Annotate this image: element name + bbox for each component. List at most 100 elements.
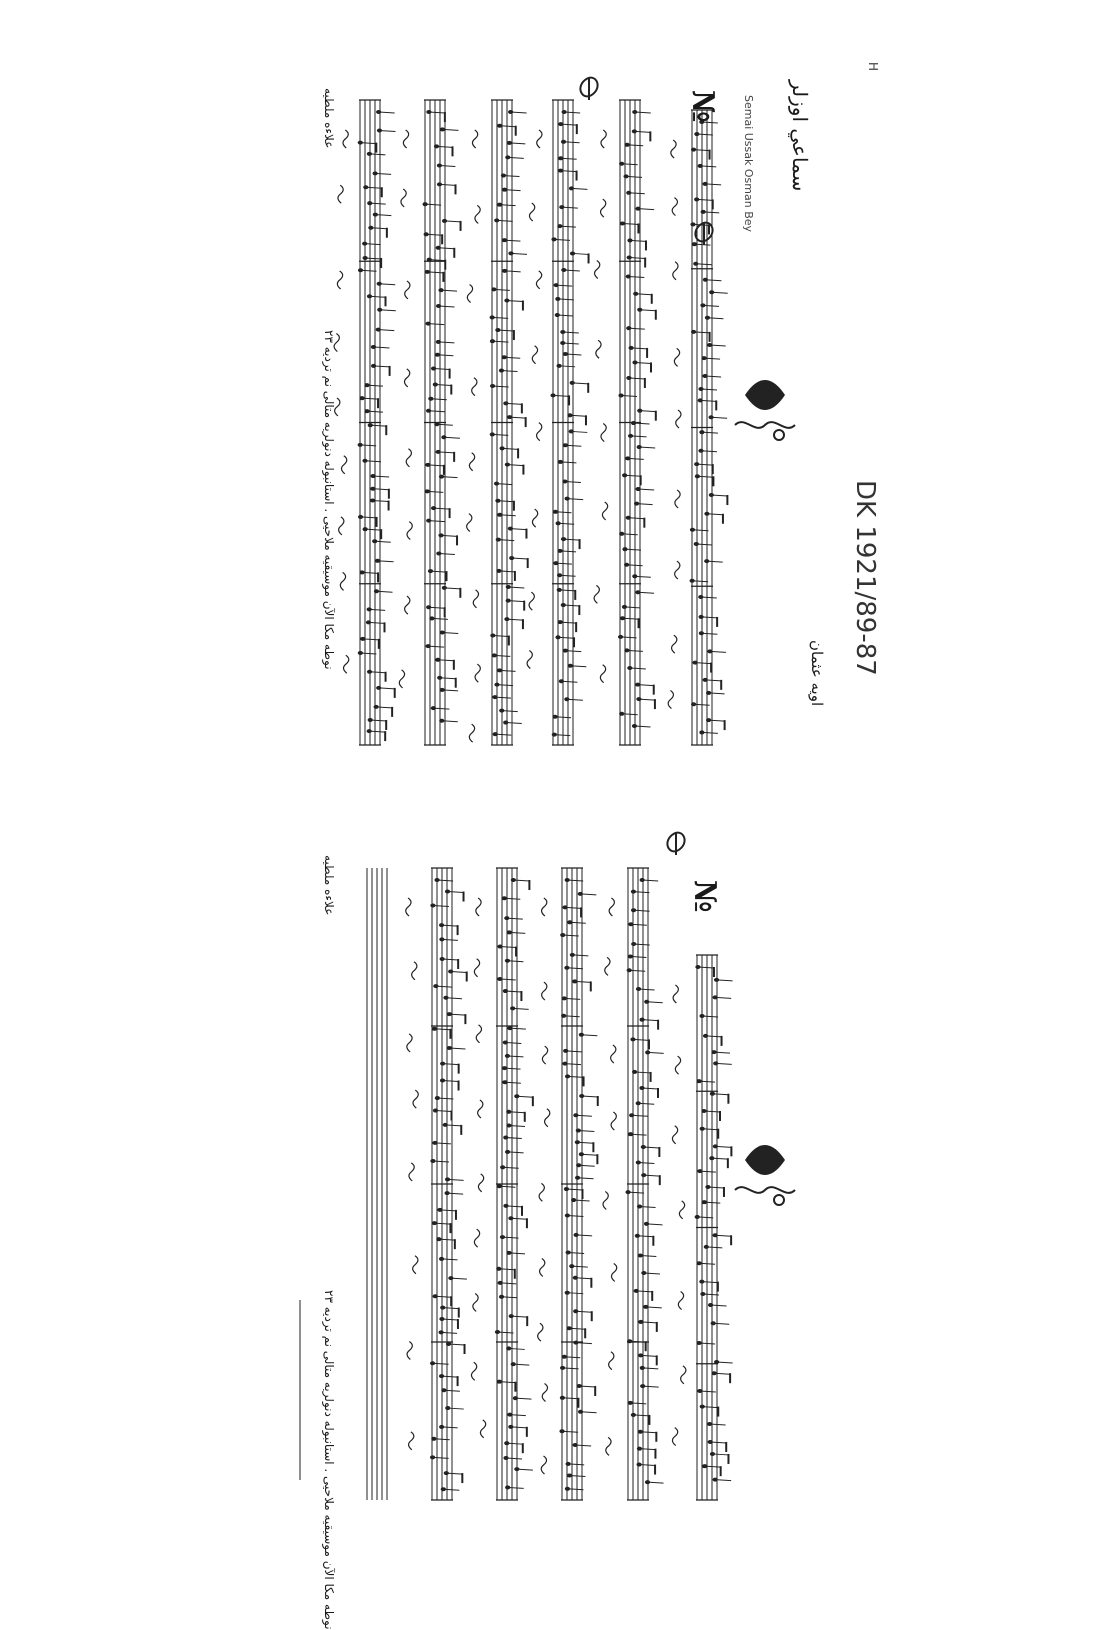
page1-staff-6-note-stem (361, 397, 379, 400)
page2-staff-3-note-stem (567, 879, 584, 882)
page2-staff-1-note-stem (715, 1234, 732, 1237)
page1-staff-2-note-stem (627, 144, 644, 147)
page1-staff-3-note-stem (565, 353, 582, 356)
page1-staff-2-note-stem (637, 591, 655, 594)
page2-staff-2-note-stem (633, 909, 650, 912)
page2-ornament-flourish (734, 1186, 796, 1194)
page1-staff-4-note-stem (493, 288, 510, 291)
page1-staff-1-note-stem (711, 494, 728, 497)
page1-staff-1-note-stem (708, 692, 725, 695)
page2-staff-2-note-stem (647, 1481, 664, 1484)
page1-staff-6-note-stem (377, 560, 394, 563)
page1-composer: اويه عثمان (808, 640, 826, 707)
page2-staff-1-note-stem (712, 1453, 729, 1456)
page2-staff-3-note-stem (572, 954, 589, 957)
page1-staff-6-note-stem (360, 142, 377, 145)
page2-staff-2-note-stem (646, 1001, 663, 1004)
page1-staff-6-lyric-mark (338, 516, 345, 536)
page2-staff-3-lyric-mark (541, 1382, 549, 1402)
page2-staff-1-note-stem (715, 1145, 732, 1148)
page2-staff-1-note-stem (716, 979, 733, 982)
page1-staff-1-note-stem (708, 719, 725, 722)
page1-staff-6-note-stem (370, 227, 387, 230)
page1-staff-2-note-stem (633, 422, 650, 425)
page1-staff-3-note-stem (559, 589, 576, 592)
page2-staff-5-note-stem (437, 1097, 454, 1100)
page1-staff-5-lyric-mark (406, 521, 413, 541)
page1-staff-6-note-stem (370, 424, 387, 427)
page1-staff-5-note-stem (425, 203, 442, 206)
page2-staff-2-note-stem (640, 1431, 657, 1434)
page1-staff-6-note-stem (362, 638, 379, 641)
page1-staff-1-note-stem (705, 375, 722, 378)
page1-ornament (745, 380, 785, 410)
page2-staff-3-note-stem (562, 1367, 579, 1370)
page1-staff-6-note-stem (364, 460, 382, 463)
page1-staff-4-note-stem (510, 528, 527, 531)
page2-staff-5-note-stem (449, 1013, 466, 1016)
page1-staff-6-note-stem (369, 202, 386, 205)
page1-staff-1-note-stem (711, 291, 728, 294)
page1-staff-2-lyric-mark (595, 339, 602, 359)
page1-staff-6-lyric-mark (342, 129, 349, 149)
page2-staff-5-note-stem (446, 1472, 463, 1475)
page1-staff-2-note-stem (621, 533, 638, 536)
page1-staff-2-note-stem (626, 175, 643, 178)
page1-ornament-flourish (734, 421, 796, 429)
page1-staff-6-note-stem (369, 730, 386, 733)
page1-staff-1-note-stem (711, 416, 728, 419)
page1-staff-3-note-stem (553, 394, 570, 397)
page2-staff-5-note-stem (442, 1307, 459, 1310)
page1-staff-5-note-stem (426, 233, 443, 236)
page1-staff-5-note-stem (441, 289, 458, 292)
page2-staff-1-note-stem (701, 1281, 718, 1284)
page1-staff-2-note-stem (631, 347, 648, 350)
page2-staff-3-lyric-mark (540, 897, 548, 917)
page1-staff-1-note-stem (701, 731, 718, 734)
page1-staff-4-note-stem (503, 175, 520, 178)
page2-staff-4-note-stem (507, 1151, 524, 1154)
page2-staff-2-note-stem (643, 1272, 660, 1275)
page1-staff-3-note-stem (567, 498, 584, 501)
page1-staff-5-lyric-mark (402, 129, 410, 149)
page2-staff-5-note-stem (434, 1142, 451, 1145)
page2-staff-4-note-stem (507, 960, 524, 963)
page2-staff-4-note-stem (506, 1442, 523, 1445)
page1-staff-3-note-stem (556, 284, 573, 287)
page2-staff-5-note-stem (443, 1389, 460, 1392)
page2-staff-1-note-stem (715, 1479, 732, 1482)
page2-staff-4-note-stem (499, 1381, 516, 1384)
page1-staff-4-note-stem (498, 570, 515, 573)
page1-staff-6-note-stem (379, 129, 396, 132)
page1-staff-4-lyric-mark (468, 452, 476, 472)
page1-staff-4-note-stem (499, 204, 516, 207)
page2-staff-4-note-stem (505, 990, 522, 993)
page2-staff-4-lyric-mark (477, 1173, 485, 1193)
page2-ornament (745, 1145, 785, 1175)
page2-staff-3-note-stem (575, 1310, 592, 1313)
page1-staff-2-note-stem (638, 488, 655, 491)
page2-staff-4-note-stem (507, 1055, 524, 1058)
page1-staff-6-note-stem (360, 269, 377, 272)
page2-staff-1-note-stem (716, 1361, 733, 1364)
page1-staff-6-lyric-mark (333, 333, 340, 353)
page1-staff-4-lyric-mark (474, 204, 481, 224)
page1-staff-3-note-stem (557, 636, 575, 639)
page2-staff-4-note-stem (502, 1166, 519, 1169)
page1-staff-5-note-stem (436, 423, 453, 426)
page2-staff-3-note-stem (567, 1292, 584, 1295)
page2-staff-5-note-stem (434, 1222, 451, 1225)
page2-staff-5-note-stem (441, 938, 458, 941)
page1-staff-4-lyric-mark (466, 513, 473, 533)
page2-staff-5-note-stem (442, 1080, 459, 1083)
page2-staff-2-lyric-mark (602, 1190, 609, 1210)
page1-staff-4-note-stem (496, 684, 514, 687)
page1-staff-2-note-stem (639, 410, 656, 413)
page2-staff-4-note-stem (509, 931, 526, 934)
page2-staff-3-note-stem (573, 1199, 590, 1202)
page1-staff-4-lyric-mark (468, 723, 476, 743)
page1-staff-5-note-stem (442, 631, 459, 634)
page1-staff-4-note-stem (496, 219, 513, 222)
page2-staff-3-lyric-mark (541, 1045, 549, 1065)
clef-mark (694, 221, 714, 245)
